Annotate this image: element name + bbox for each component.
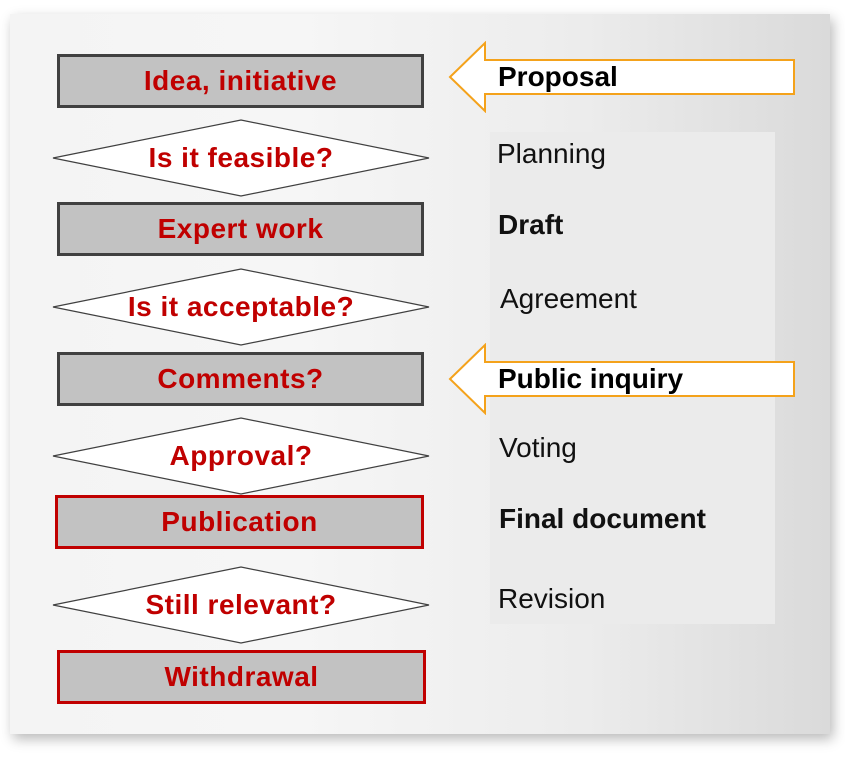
step-withdrawal: Withdrawal <box>57 650 426 704</box>
left-arrow-icon <box>448 343 795 415</box>
left-arrow-icon <box>448 41 795 113</box>
public-inquiry-arrow: Public inquiry <box>448 343 796 415</box>
stage-voting: Voting <box>499 432 577 463</box>
decision-acceptable-label: Is it acceptable? <box>127 291 355 322</box>
stage-draft: Draft <box>498 209 564 240</box>
stage-revision: Revision <box>498 583 606 614</box>
stage-planning: Planning <box>497 138 606 169</box>
step-idea-initiative-label: Idea, initiative <box>143 65 338 96</box>
proposal-arrow: Proposal <box>448 41 796 113</box>
decision-feasible: Is it feasible? <box>52 119 430 197</box>
step-comments-label: Comments? <box>157 363 324 394</box>
stage-proposal: Proposal <box>498 61 618 92</box>
decision-approval: Approval? <box>52 417 430 495</box>
decision-still-relevant-label: Still relevant? <box>145 589 337 620</box>
stage-public-inquiry: Public inquiry <box>498 363 684 394</box>
step-idea-initiative: Idea, initiative <box>57 54 424 108</box>
step-withdrawal-label: Withdrawal <box>164 661 319 692</box>
step-expert-work: Expert work <box>57 202 424 256</box>
decision-still-relevant-shape <box>52 566 430 644</box>
stage-final-document: Final document <box>499 503 706 534</box>
decision-acceptable: Is it acceptable? <box>52 268 430 346</box>
step-publication-label: Publication <box>161 506 318 537</box>
decision-still-relevant: Still relevant? <box>52 566 430 644</box>
stage-agreement: Agreement <box>500 283 637 314</box>
step-publication: Publication <box>55 495 424 549</box>
decision-acceptable-shape <box>52 268 430 346</box>
decision-approval-label: Approval? <box>169 440 313 471</box>
step-comments: Comments? <box>57 352 424 406</box>
decision-approval-shape <box>52 417 430 495</box>
step-expert-work-label: Expert work <box>157 213 324 244</box>
decision-feasible-label: Is it feasible? <box>148 142 334 173</box>
decision-feasible-shape <box>52 119 430 197</box>
